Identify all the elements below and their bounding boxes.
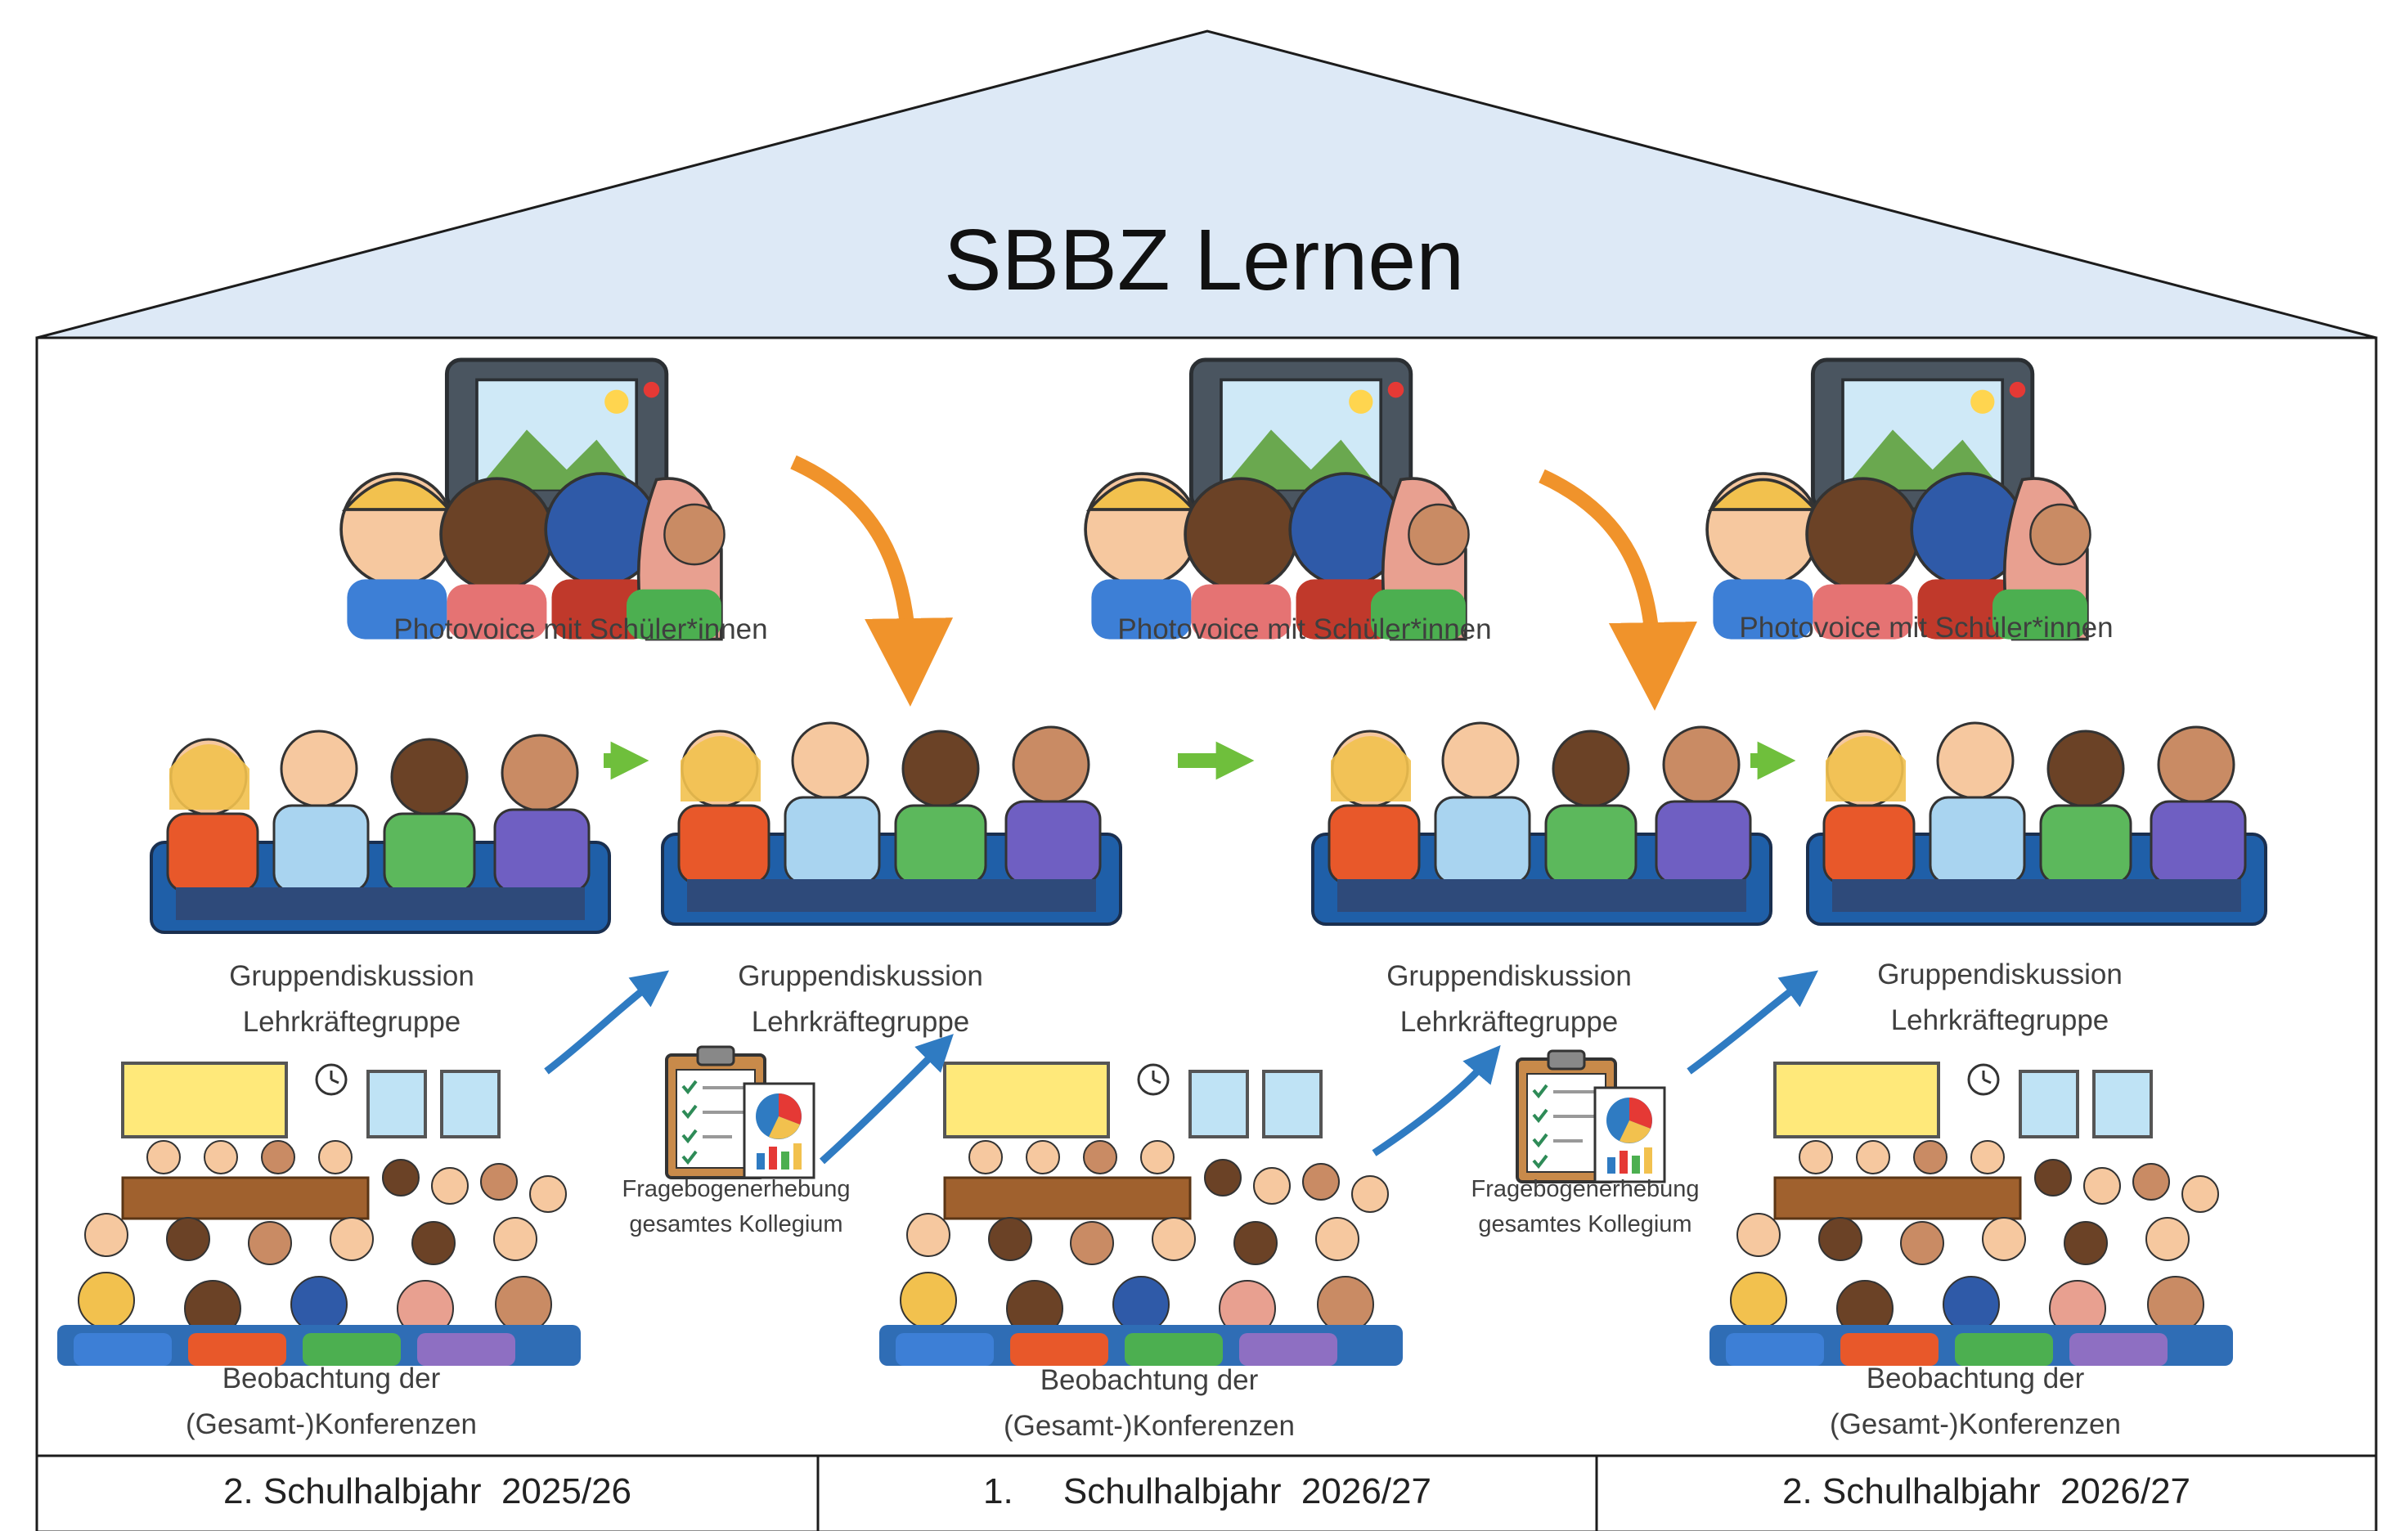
survey-label-line: Fragebogenerhebung xyxy=(1471,1176,1700,1202)
photovoice-arrow xyxy=(1539,469,1697,711)
semester-cell: 1. Schulhalbjahr 2026/27 xyxy=(983,1471,1431,1511)
observation-label-line: (Gesamt-)Konferenzen xyxy=(1830,1408,2121,1440)
discussion-label: Gruppendiskussion Lehrkräftegruppe xyxy=(188,954,515,1045)
discussion-label-line: Lehrkräftegruppe xyxy=(1890,1004,2109,1036)
survey-label-line: Fragebogenerhebung xyxy=(622,1176,851,1202)
observation-label-line: Beobachtung der xyxy=(1040,1364,1259,1396)
survey-label-line: gesamtes Kollegium xyxy=(629,1211,843,1237)
photovoice-label: Photovoice mit Schüler*innen xyxy=(1117,613,1492,645)
discussion-label: Gruppendiskussion Lehrkräftegruppe xyxy=(697,954,1024,1045)
observation-label: Beobachtung der (Gesamt-)Konferenzen xyxy=(969,1358,1329,1449)
discussion-label-line: Gruppendiskussion xyxy=(738,960,983,992)
observation-label-line: (Gesamt-)Konferenzen xyxy=(186,1408,477,1440)
discussion-label-line: Lehrkräftegruppe xyxy=(1399,1006,1619,1038)
observation-label-line: Beobachtung der xyxy=(1866,1363,2085,1394)
semester-cell: 2. Schulhalbjahr 2026/27 xyxy=(1781,1471,2191,1511)
photovoice-arrow xyxy=(790,455,954,707)
observation-label-line: (Gesamt-)Konferenzen xyxy=(1004,1410,1295,1442)
discussion-label-line: Lehrkräftegruppe xyxy=(242,1006,461,1038)
survey-label: Fragebogenerhebung gesamtes Kollegium xyxy=(589,1172,883,1242)
feedback-arrow xyxy=(1372,1044,1501,1156)
photovoice-label: Photovoice mit Schüler*innen xyxy=(393,613,768,645)
feedback-arrow xyxy=(544,970,669,1075)
survey-label-line: gesamtes Kollegium xyxy=(1478,1211,1692,1237)
feedback-arrow xyxy=(1687,970,1818,1075)
discussion-label-line: Gruppendiskussion xyxy=(1386,960,1632,992)
discussion-label-line: Gruppendiskussion xyxy=(229,960,474,992)
discussion-label-line: Gruppendiskussion xyxy=(1877,959,2123,990)
discussion-label-line: Lehrkräftegruppe xyxy=(751,1006,970,1038)
feedback-arrow xyxy=(819,1034,954,1165)
survey-label: Fragebogenerhebung gesamtes Kollegium xyxy=(1438,1172,1732,1242)
semester-cell: 2. Schulhalbjahr 2025/26 xyxy=(222,1471,632,1511)
observation-label: Beobachtung der (Gesamt-)Konferenzen xyxy=(151,1356,511,1448)
page-title: SBBZ Lernen xyxy=(943,212,1465,308)
observation-label-line: Beobachtung der xyxy=(222,1363,441,1394)
photovoice-label: Photovoice mit Schüler*innen xyxy=(1739,612,2114,644)
discussion-label: Gruppendiskussion Lehrkräftegruppe xyxy=(1346,954,1673,1045)
discussion-label: Gruppendiskussion Lehrkräftegruppe xyxy=(1836,952,2163,1044)
observation-label: Beobachtung der (Gesamt-)Konferenzen xyxy=(1795,1356,2155,1448)
